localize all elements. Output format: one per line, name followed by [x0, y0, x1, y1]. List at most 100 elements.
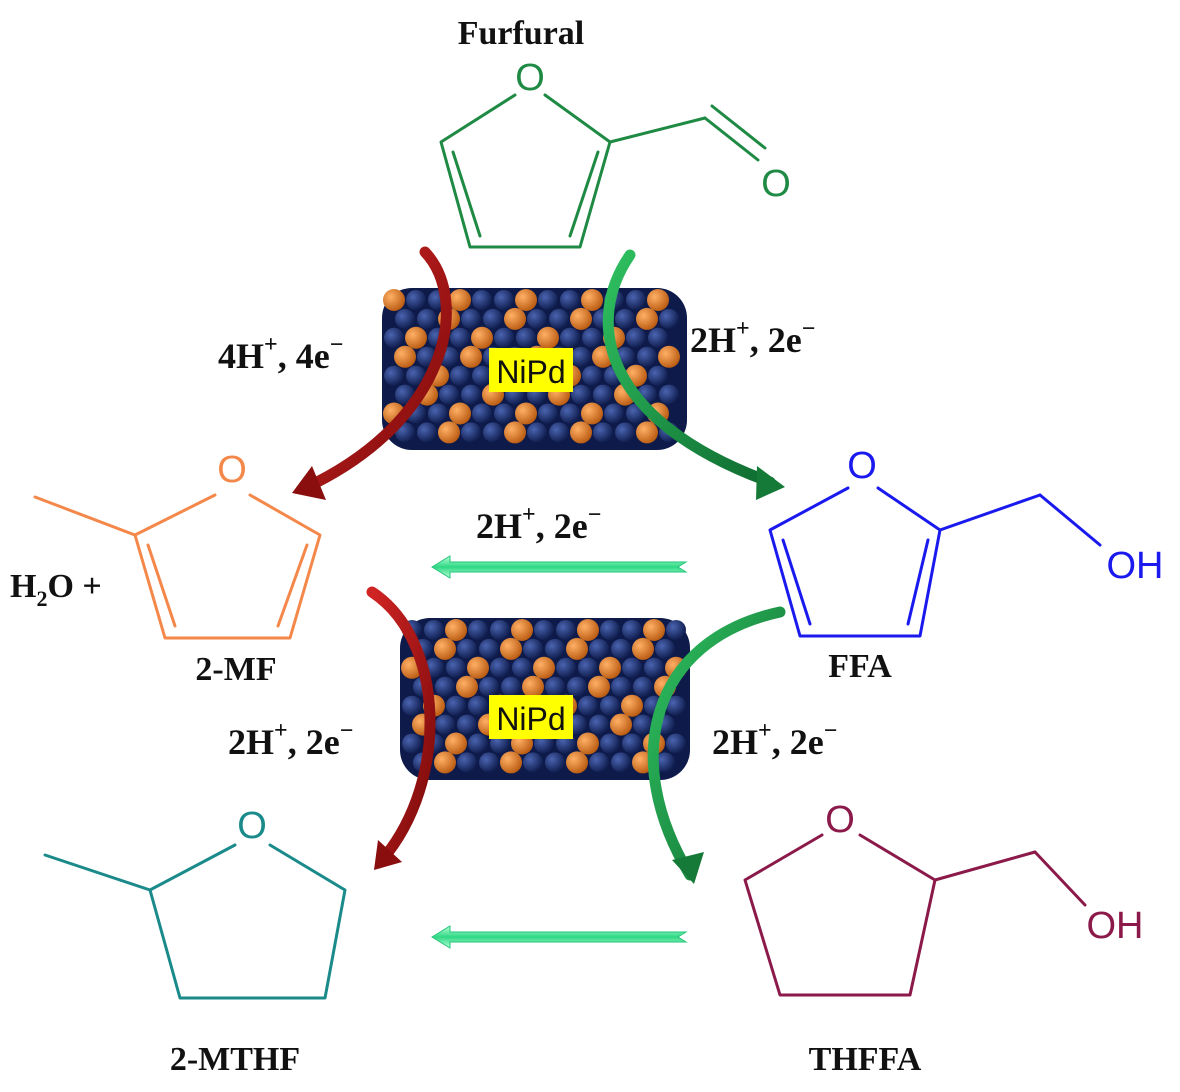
- catalyst-atom-blue: [549, 422, 569, 443]
- catalyst-atom-blue: [611, 638, 631, 659]
- catalyst-atom-orange: [445, 732, 467, 755]
- catalyst-atom-blue: [450, 327, 470, 348]
- catalyst-atom-orange: [632, 637, 654, 660]
- catalyst-atom-blue: [615, 308, 635, 329]
- catalyst-atom-blue: [468, 733, 488, 754]
- molecule-2-mf: O H2O + 2-MF: [10, 449, 322, 688]
- catalyst-atom-orange: [434, 751, 456, 774]
- catalyst-atom-blue: [384, 327, 404, 348]
- catalyst-atom-blue: [593, 384, 613, 405]
- 2-mf-label: 2-MF: [195, 651, 276, 688]
- catalyst-atom-blue: [633, 676, 653, 697]
- catalyst-atom-blue: [402, 733, 422, 754]
- catalyst-atom-blue: [468, 620, 488, 640]
- catalyst-atom-blue: [604, 403, 624, 424]
- catalyst-atom-orange: [504, 421, 526, 444]
- catalyst-atom-blue: [483, 308, 503, 329]
- catalyst-atom-orange: [511, 619, 533, 641]
- catalyst-atom-blue: [600, 695, 620, 716]
- catalyst-atom-blue: [483, 422, 503, 443]
- catalyst-atom-orange: [515, 289, 537, 311]
- catalyst-atom-orange: [577, 619, 599, 641]
- catalyst-atom-orange: [500, 637, 522, 660]
- molecule-ffa: O OH FFA: [768, 445, 1164, 685]
- 2-mthf-label: 2-MTHF: [170, 1041, 300, 1078]
- arrow-ffa-to-2-mf: [431, 555, 688, 579]
- 2-mthf-ring-oxygen: O: [237, 805, 267, 847]
- catalyst-atom-blue: [622, 620, 642, 640]
- catalyst-atom-orange: [456, 675, 478, 698]
- catalyst-atom-orange: [537, 326, 559, 349]
- arrow-2-mf-to-2-mthf: [366, 586, 436, 870]
- ffa-structure: [768, 486, 1102, 638]
- catalyst-atom-orange: [434, 637, 456, 660]
- catalyst-atom-blue: [549, 308, 569, 329]
- catalyst-atom-orange: [588, 675, 610, 698]
- catalyst-atom-blue: [538, 290, 558, 310]
- 2-mf-water-prefix: H2O +: [10, 568, 102, 611]
- catalyst-atom-blue: [567, 676, 587, 697]
- catalyst-atom-orange: [522, 675, 544, 698]
- catalyst-atom-orange: [515, 402, 537, 425]
- catalyst-atom-blue: [512, 657, 532, 678]
- catalyst-atom-blue: [424, 620, 444, 640]
- catalyst-atom-blue: [468, 695, 488, 716]
- catalyst-atom-orange: [438, 421, 460, 444]
- catalyst-atom-blue: [556, 657, 576, 678]
- catalyst-atom-orange: [577, 732, 599, 755]
- catalyst-atom-blue: [446, 695, 466, 716]
- catalyst-atom-blue: [633, 714, 653, 735]
- catalyst-atom-blue: [582, 365, 602, 386]
- condition-bottom-left: 2H+, 2e−: [228, 718, 353, 762]
- catalyst-atom-blue: [560, 327, 580, 348]
- condition-bottom-right: 2H+, 2e−: [712, 718, 837, 762]
- furfural-structure: [439, 93, 767, 249]
- catalyst-atom-blue: [666, 620, 686, 640]
- catalyst-atom-blue: [490, 620, 510, 640]
- catalyst-atom-blue: [461, 384, 481, 405]
- catalyst-atom-orange: [566, 637, 588, 660]
- catalyst-atom-blue: [545, 676, 565, 697]
- catalyst-label-top: NiPd: [489, 348, 573, 392]
- catalyst-atom-blue: [659, 308, 679, 329]
- catalyst-atom-orange: [643, 619, 665, 641]
- catalyst-atom-orange: [449, 402, 471, 425]
- catalyst-atom-blue: [534, 620, 554, 640]
- catalyst-atom-blue: [479, 638, 499, 659]
- ffa-ring-oxygen: O: [847, 445, 877, 487]
- catalyst-atom-blue: [384, 365, 404, 386]
- catalyst-atom-blue: [435, 714, 455, 735]
- catalyst-atom-blue: [666, 695, 686, 716]
- catalyst-atom-blue: [644, 657, 664, 678]
- catalyst-atom-blue: [589, 714, 609, 735]
- catalyst-atom-blue: [523, 638, 543, 659]
- catalyst-atom-blue: [472, 365, 492, 386]
- catalyst-atom-blue: [545, 638, 565, 659]
- condition-top-left: 4H+, 4e−: [218, 332, 343, 376]
- catalyst-atom-orange: [570, 307, 592, 330]
- catalyst-atom-blue: [527, 308, 547, 329]
- 2-mf-structure: [33, 493, 322, 640]
- catalyst-atom-blue: [622, 733, 642, 754]
- catalyst-atom-orange: [599, 656, 621, 679]
- catalyst-atom-blue: [516, 327, 536, 348]
- catalyst-label-bottom: NiPd: [489, 695, 573, 739]
- catalyst-atom-orange: [394, 345, 416, 368]
- catalyst-atom-blue: [435, 676, 455, 697]
- catalyst-atom-blue: [494, 290, 514, 310]
- molecule-2-mthf: O 2-MTHF: [43, 805, 347, 1078]
- catalyst-atom-orange: [471, 326, 493, 349]
- svg-text:NiPd: NiPd: [496, 354, 565, 390]
- catalyst-atom-blue: [589, 752, 609, 773]
- catalyst-atom-blue: [446, 657, 466, 678]
- catalyst-atom-blue: [578, 657, 598, 678]
- catalyst-atom-blue: [593, 422, 613, 443]
- 2-mthf-structure: [43, 843, 347, 1000]
- furfural-label: Furfural: [458, 15, 585, 52]
- thffa-structure: [743, 833, 1087, 997]
- furfural-ring-oxygen: O: [515, 57, 545, 99]
- catalyst-atom-blue: [428, 403, 448, 424]
- catalyst-atom-blue: [611, 752, 631, 773]
- catalyst-atom-orange: [467, 656, 489, 679]
